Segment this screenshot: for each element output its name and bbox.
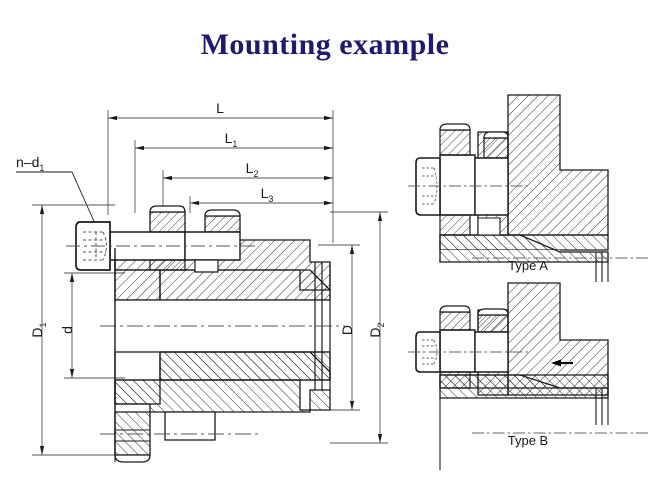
type-b-bolt-head — [415, 331, 441, 373]
type-a-bolt-shank — [439, 154, 476, 216]
bolt-nut-right — [204, 215, 241, 233]
dim-label-D: D — [339, 325, 355, 335]
type-a-bolt-seat — [439, 214, 471, 236]
main-vertical-dimension-labels: D1 d D D2 — [29, 322, 386, 337]
main-assembly-section — [66, 205, 345, 463]
type-a-right-rings — [595, 252, 609, 282]
type-b-right-rings — [595, 388, 609, 425]
type-a-mating-hub — [507, 94, 609, 236]
bolt-seat — [149, 259, 186, 271]
type-a-detail-view — [408, 94, 650, 282]
dim-label-L2: L2 — [246, 160, 259, 179]
type-b-hex-socket — [422, 339, 438, 365]
type-b-detail-view — [408, 282, 650, 470]
bolt-washer-left-round — [149, 205, 186, 213]
page-title: Mounting example — [200, 28, 450, 61]
type-b-caption: Type B — [508, 433, 548, 448]
leader-n-d1 — [16, 171, 98, 229]
type-a-notch — [477, 217, 501, 236]
type-b-direction-arrow — [551, 359, 573, 367]
type-a-nut — [483, 137, 509, 159]
dim-label-L: L — [216, 100, 224, 116]
type-a-caption: Type A — [508, 258, 548, 273]
type-b-washer-round — [439, 305, 471, 313]
type-a-washer — [439, 129, 471, 156]
type-b-washer — [439, 311, 471, 331]
main-vertical-dimensions — [32, 204, 388, 456]
bolt-nut-right-round — [204, 209, 241, 217]
bolt-notch — [194, 259, 219, 273]
type-b-bolt-shank — [439, 329, 476, 373]
type-b-nut — [477, 314, 509, 333]
type-a-nut-round — [483, 131, 509, 139]
type-a-bolt-head — [415, 157, 441, 216]
main-horizontal-dimensions — [107, 110, 334, 243]
leader-label-n-d1: n–d1 — [16, 154, 44, 173]
type-b-nut-round — [477, 308, 509, 316]
dim-label-D2: D2 — [367, 322, 386, 337]
bore-outline — [115, 299, 330, 353]
bolt-washer-left — [149, 211, 186, 233]
bolt-shank-right — [184, 231, 241, 261]
type-b-bolt-seat — [439, 371, 471, 389]
boss-lower-round — [114, 454, 151, 463]
main-horizontal-dimension-labels: L L1 L2 L3 — [216, 100, 273, 204]
boss-lower-left — [114, 411, 151, 456]
type-a-washer-round — [439, 123, 471, 131]
bore-upper-clear — [115, 300, 330, 325]
cone-upper — [159, 269, 331, 301]
slot-lower — [164, 411, 216, 441]
dim-label-d: d — [59, 326, 75, 334]
dim-label-L3: L3 — [261, 185, 274, 204]
dim-label-D1: D1 — [29, 322, 48, 337]
type-a-bolt-shank-2 — [474, 157, 509, 216]
cone-lower-taper — [159, 351, 331, 381]
dim-label-L1: L1 — [225, 130, 238, 149]
